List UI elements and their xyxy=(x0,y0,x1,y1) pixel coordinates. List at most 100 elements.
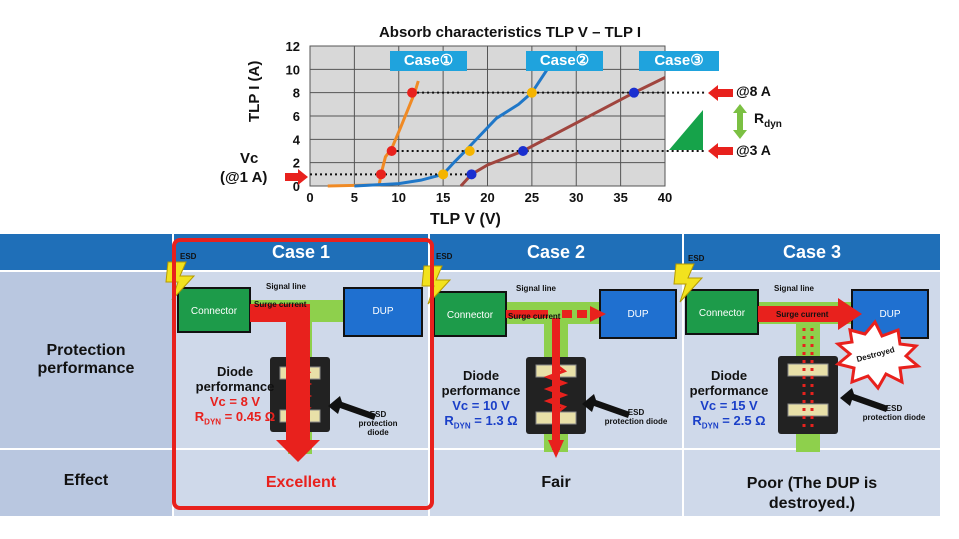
rdyn-label: Rdyn xyxy=(754,110,782,130)
y-tick-label: 6 xyxy=(293,109,300,124)
arrow-8a-icon xyxy=(708,85,733,101)
case-3-esd-diode-2: protection diode xyxy=(862,413,926,422)
case-3-circuit xyxy=(673,263,929,452)
row-label-effect: Effect xyxy=(63,472,109,489)
case-2-rdyn: RDYN = 1.3 Ω xyxy=(436,413,526,434)
case-1-dup: DUP xyxy=(372,306,394,317)
case-1-highlight-frame xyxy=(172,238,434,510)
arrow-vc-icon xyxy=(285,169,308,185)
case-1-rdyn-r: R xyxy=(194,409,205,424)
case-3-effect-line1: Poor (The DUP is xyxy=(746,475,878,492)
data-marker xyxy=(386,146,397,156)
case-2-pointer-arrow-icon xyxy=(582,394,630,418)
case-1-pointer-arrow-icon xyxy=(328,396,376,420)
x-tick-label: 5 xyxy=(351,190,358,205)
data-marker xyxy=(466,169,477,180)
case-1-connector: Connector xyxy=(190,306,238,317)
arrow-3a-icon xyxy=(708,143,733,159)
case-3-surge-arrow-icon xyxy=(758,298,862,330)
y-tick-label: 2 xyxy=(293,156,300,171)
header-case-2: Case 2 xyxy=(430,234,684,270)
data-marker xyxy=(526,87,537,98)
case-3-esd-label: ESD xyxy=(688,254,705,263)
case-2-vc: Vc = 10 V xyxy=(452,398,510,413)
data-marker xyxy=(407,87,418,98)
case-3-rdyn: RDYN = 2.5 Ω xyxy=(684,413,774,434)
chart-title: Absorb characteristics TLP V – TLP I xyxy=(378,24,642,41)
row-label-cell-protection: Protection performance xyxy=(0,272,172,448)
case-2-diode-title-2: performance xyxy=(441,383,521,398)
case-1-esd-diode-label: ESD protection diode xyxy=(348,410,408,437)
row-label-protection-1: Protection xyxy=(46,342,126,359)
header-empty xyxy=(0,234,174,270)
data-marker xyxy=(518,146,528,156)
x-tick-label: 15 xyxy=(436,190,450,205)
case-3-effect-line2: destroyed.) xyxy=(768,495,856,512)
row-label-cell-effect: Effect xyxy=(0,450,172,516)
case-3-diode-title-1: Diode xyxy=(710,368,748,383)
case-2-circuit xyxy=(421,265,677,458)
x-tick-label: 35 xyxy=(613,190,627,205)
header-case-3: Case 3 xyxy=(684,234,940,270)
case-3-connector: Connector xyxy=(698,308,746,319)
case-3-effect: Poor (The DUP is destroyed.) xyxy=(684,474,940,514)
case-2-signal-label: Signal line xyxy=(516,284,557,293)
case-2-diode-title: Diode performance Vc = 10 V RDYN = 1.3 Ω xyxy=(436,368,526,434)
y-tick-label: 4 xyxy=(293,132,301,147)
case-2-dup: DUP xyxy=(627,309,649,320)
case-2-down-arrow-icon xyxy=(548,440,564,458)
rdyn-double-arrow-icon xyxy=(733,104,747,139)
case-1-esd-diode-1: ESD xyxy=(369,410,387,419)
case-2-esd-label: ESD xyxy=(436,252,453,261)
case-1-diode-title: Diode performance Vc = 8 V RDYN = 0.45 Ω xyxy=(192,364,278,430)
case-2-rdyn-r: R xyxy=(444,413,454,428)
case-3-rdyn-sub: DYN xyxy=(701,421,719,431)
case-tag-2: Case② xyxy=(526,51,603,71)
case-3-surge-label: Surge current xyxy=(776,310,829,319)
case-1-circuit xyxy=(165,261,423,462)
x-axis-label: TLP V (V) xyxy=(430,211,501,228)
case-1-esd-diode-2: protection diode xyxy=(358,419,398,437)
data-marker xyxy=(438,169,449,180)
case-1-vc: Vc = 8 V xyxy=(209,394,261,409)
data-marker xyxy=(464,146,475,156)
data-marker xyxy=(376,169,386,180)
x-tick-label: 40 xyxy=(658,190,672,205)
vc-label-line1: Vc xyxy=(240,150,259,167)
rdyn-sub: dyn xyxy=(764,118,782,130)
case-tag-3: Case③ xyxy=(639,51,719,71)
case-2-effect-cell xyxy=(430,450,682,516)
case-3-diode-title-2: performance xyxy=(689,383,769,398)
x-tick-label: 30 xyxy=(569,190,583,205)
y-tick-label: 8 xyxy=(293,86,300,101)
y-tick-label: 12 xyxy=(286,39,300,54)
vc-label-line2: (@1 A) xyxy=(220,169,268,186)
x-tick-label: 20 xyxy=(480,190,494,205)
y-tick-label: 10 xyxy=(286,62,300,77)
case-1-surge-arrow-icon xyxy=(250,304,320,462)
case-2-rdyn-value: = 1.3 Ω xyxy=(470,413,518,428)
case-2-connector: Connector xyxy=(446,310,494,321)
case-3-esd-bolt-icon xyxy=(673,263,704,303)
x-tick-label: 0 xyxy=(306,190,313,205)
case-tag-1: Case① xyxy=(390,51,467,71)
case-3-esd-diode-label: ESD protection diode xyxy=(862,404,926,422)
case-1-signal-label: Signal line xyxy=(266,282,307,291)
x-tick-label: 10 xyxy=(392,190,406,205)
rdyn-main: R xyxy=(754,110,765,126)
case-3-rdyn-r: R xyxy=(692,413,702,428)
case-3-pointer-arrow-icon xyxy=(840,388,888,412)
y-tick-label: 0 xyxy=(293,179,300,194)
case-2-diode-title-1: Diode xyxy=(462,368,500,383)
at-3a-label: @3 A xyxy=(736,142,771,158)
case-3-diode-title: Diode performance Vc = 15 V RDYN = 2.5 Ω xyxy=(684,368,774,434)
case-3-esd-diode-1: ESD xyxy=(885,404,903,413)
case-1-effect-cell xyxy=(174,450,428,516)
case-1-rdyn-sub: DYN xyxy=(204,417,222,427)
case-1-diode-title-1: Diode xyxy=(216,364,254,379)
case-1-diode-title-2: performance xyxy=(195,379,275,394)
case-3-signal-label: Signal line xyxy=(774,284,815,293)
at-8a-label: @8 A xyxy=(736,83,771,99)
